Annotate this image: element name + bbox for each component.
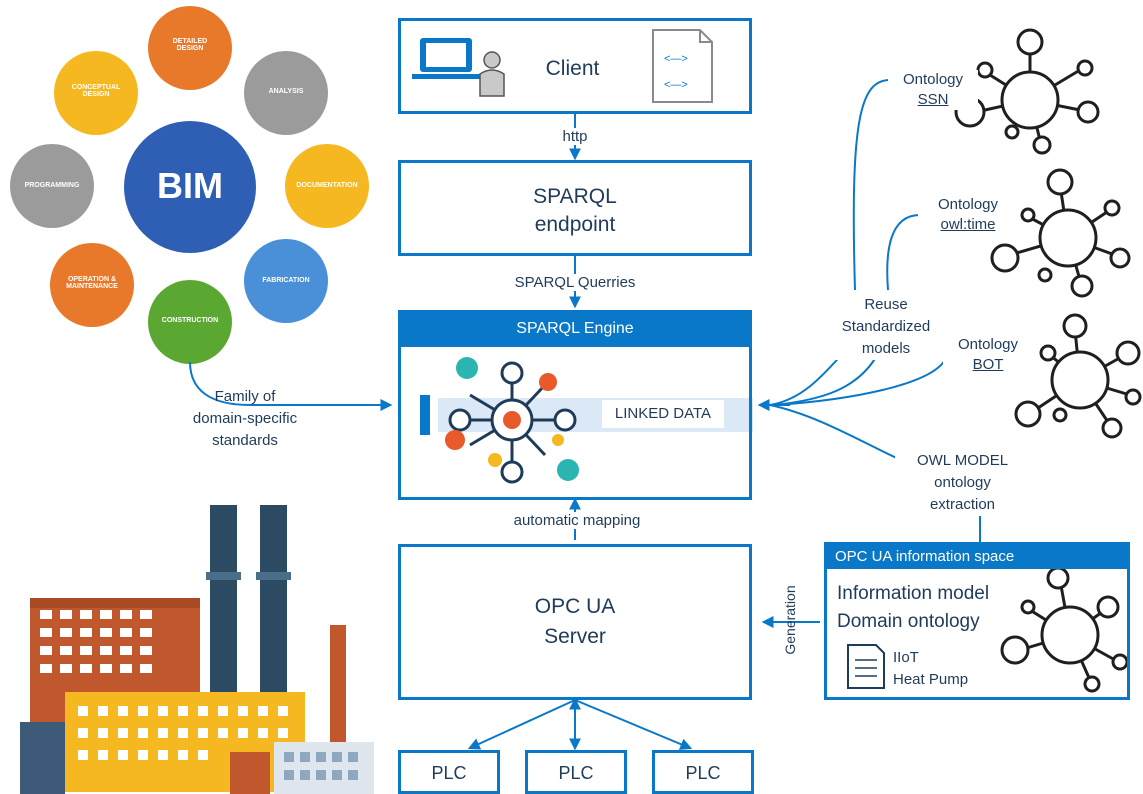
- owl-model-line: ontology: [934, 474, 991, 491]
- generation-label: Generation: [782, 585, 798, 655]
- opcua-space-doc2: Heat Pump: [893, 671, 969, 688]
- sparql-queries-label: SPARQL Querries: [495, 274, 655, 291]
- owl-model-line: extraction: [929, 496, 996, 513]
- plc-box[interactable]: PLC: [398, 750, 500, 794]
- sparql-engine-box[interactable]: SPARQL Engine: [398, 310, 752, 500]
- svg-text:<—>: <—>: [664, 53, 688, 65]
- user-icon: [479, 51, 505, 97]
- owl-model-line: OWL MODEL: [916, 452, 1009, 469]
- reuse-label-line: Standardized: [841, 318, 931, 335]
- bim-phase-label: CONSTRUCTION: [161, 317, 219, 324]
- ontology-name-link[interactable]: BOT: [972, 356, 1004, 373]
- bim-center-circle: [124, 121, 256, 253]
- sparql-engine-header: [401, 313, 749, 347]
- opcua-space-doc1: IIoT: [893, 649, 919, 666]
- sparql-endpoint-line1: SPARQL: [533, 185, 617, 208]
- family-label-line: Family of: [214, 388, 276, 405]
- plc-box[interactable]: PLC: [652, 750, 754, 794]
- opcua-space-header: [827, 545, 1127, 569]
- file-icon: [847, 644, 885, 689]
- family-label: Family of domain-specific standards: [170, 386, 320, 452]
- client-label: Client: [545, 57, 600, 80]
- ontology-prefix: Ontology: [957, 336, 1019, 353]
- automatic-mapping-label: automatic mapping: [492, 512, 662, 529]
- svg-text:<—>: <—>: [664, 79, 688, 91]
- bim-phase-operation: [50, 243, 134, 327]
- reuse-label-line: Reuse: [864, 296, 908, 313]
- opcua-space-line1: Information model: [837, 583, 990, 604]
- bim-phase-label: PROGRAMMING: [24, 182, 80, 189]
- bim-wheel: [10, 6, 369, 364]
- linked-data-label: LINKED DATA: [602, 400, 724, 428]
- factory-illustration: [20, 505, 374, 794]
- bim-phase-label: DOCUMENTATION: [296, 182, 358, 189]
- opcua-space-line2: Domain ontology: [837, 611, 980, 632]
- bim-phase-detailed-design: [148, 6, 232, 90]
- ontology-prefix: Ontology: [937, 196, 999, 213]
- reuse-label: Reuse Standardized models: [820, 294, 952, 360]
- bim-center-label: BIM: [157, 165, 223, 206]
- ontology-network-icon-domain: [1000, 566, 1129, 693]
- sparql-engine-title: SPARQL Engine: [516, 320, 634, 337]
- ontology-network-icon-ssn: [954, 28, 1100, 155]
- bim-phase-label: DETAILED DESIGN: [172, 38, 208, 52]
- document-icon: <—> <—>: [652, 29, 713, 103]
- bim-phase-label: OPERATION & MAINTENANCE: [66, 276, 118, 290]
- bim-phase-analysis: [244, 51, 328, 135]
- client-icons: <—> <—>: [412, 29, 713, 103]
- ontology-name-link[interactable]: owl:time: [940, 216, 996, 233]
- bim-phase-programming: [10, 144, 94, 228]
- reuse-label-line: models: [861, 340, 911, 357]
- bim-phase-label: ANALYSIS: [268, 88, 304, 95]
- ontology-ssn-label: Ontology SSN: [888, 70, 978, 110]
- sparql-endpoint-line2: endpoint: [534, 213, 616, 236]
- plc-label: PLC: [685, 763, 721, 783]
- family-label-line: standards: [212, 432, 278, 449]
- bim-phase-construction: [148, 280, 232, 364]
- ontology-prefix: Ontology: [902, 71, 964, 88]
- ontology-bot-label: Ontology BOT: [943, 335, 1033, 375]
- ontology-network-icon-bot: [1014, 313, 1142, 439]
- bim-phase-label: CONCEPTUAL DESIGN: [71, 84, 121, 98]
- opcua-space-box[interactable]: OPC UA information space Information mod…: [824, 542, 1130, 700]
- family-label-line: domain-specific: [192, 410, 298, 427]
- opcua-server-line1: OPC UA: [534, 595, 616, 618]
- bim-phase-label: FABRICATION: [262, 277, 310, 284]
- http-label: http: [545, 128, 605, 145]
- opcua-server-line2: Server: [544, 625, 606, 648]
- ontology-network-icon-owl-time: [990, 168, 1131, 298]
- opcua-server-box[interactable]: OPC UA Server: [398, 544, 752, 700]
- sparql-endpoint-box[interactable]: SPARQL endpoint: [398, 160, 752, 256]
- bim-phase-fabrication: [244, 239, 328, 323]
- ontology-name-link[interactable]: SSN: [917, 91, 949, 108]
- ontology-owl-time-label: Ontology owl:time: [918, 195, 1018, 235]
- plc-label: PLC: [431, 763, 467, 783]
- opcua-space-title: OPC UA information space: [835, 548, 1015, 565]
- plc-box[interactable]: PLC: [525, 750, 627, 794]
- plc-label: PLC: [558, 763, 594, 783]
- bim-phase-documentation: [285, 144, 369, 228]
- bim-phase-conceptual-design: [54, 51, 138, 135]
- owl-model-label: OWL MODEL ontology extraction: [895, 450, 1030, 516]
